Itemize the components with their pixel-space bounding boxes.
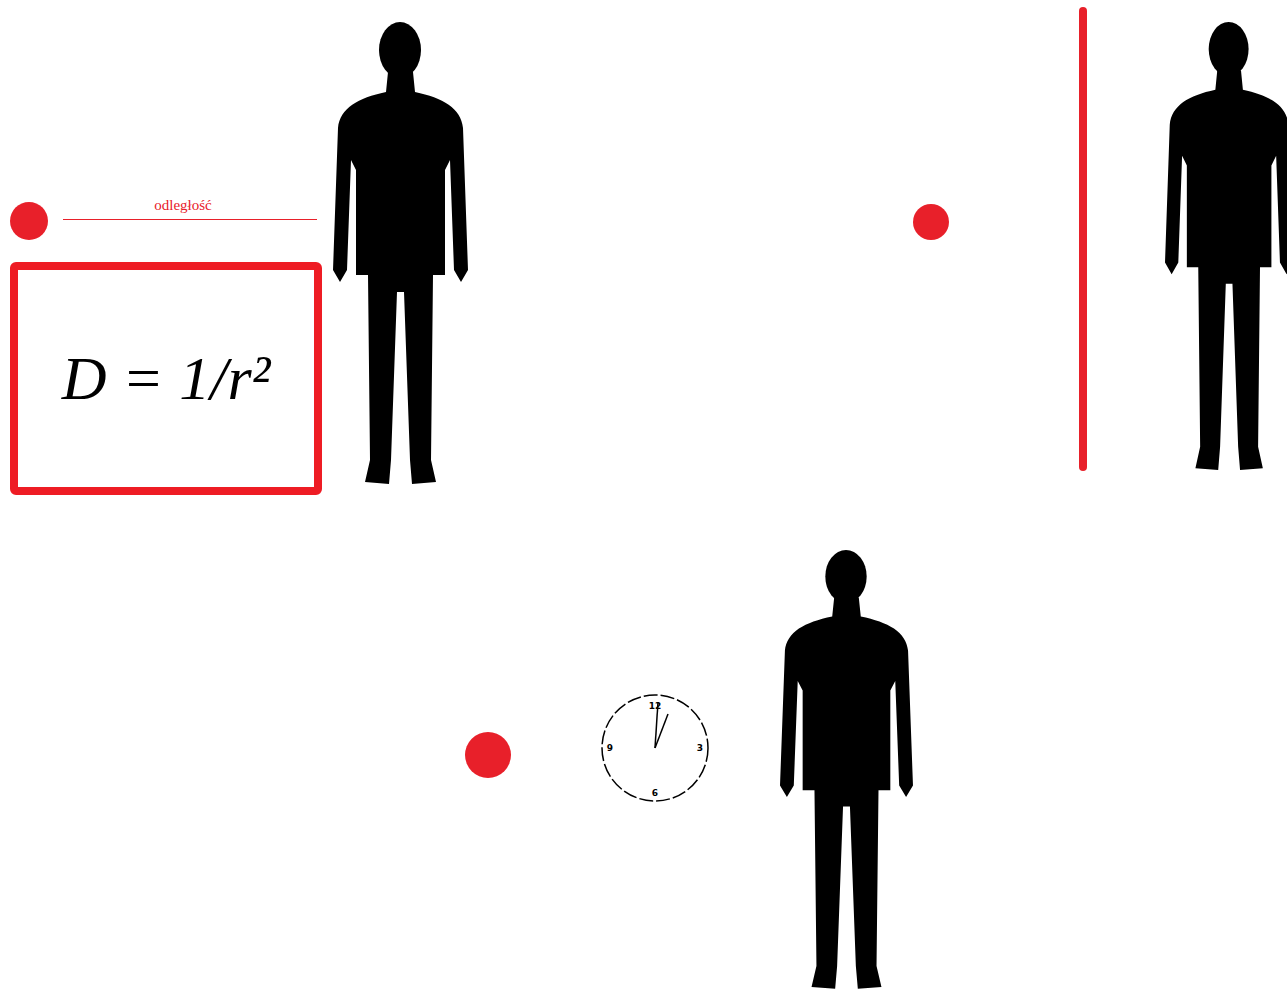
distance-line [63, 219, 317, 220]
formula-text: D = 1/r² [62, 343, 271, 414]
person-silhouette [780, 550, 913, 989]
clock-numeral: 6 [652, 788, 658, 798]
clock-icon [602, 695, 708, 801]
person-silhouette [1165, 22, 1287, 470]
source-dot [10, 202, 48, 240]
formula-box: D = 1/r² [10, 262, 322, 495]
source-dot [465, 732, 511, 778]
clock-numeral: 12 [649, 701, 662, 711]
clock-numeral: 3 [697, 743, 703, 753]
source-dot [913, 204, 949, 240]
person-silhouette [333, 22, 468, 484]
distance-label: odległość [154, 197, 212, 214]
clock-numeral: 9 [607, 743, 613, 753]
shield-bar [1079, 11, 1087, 467]
